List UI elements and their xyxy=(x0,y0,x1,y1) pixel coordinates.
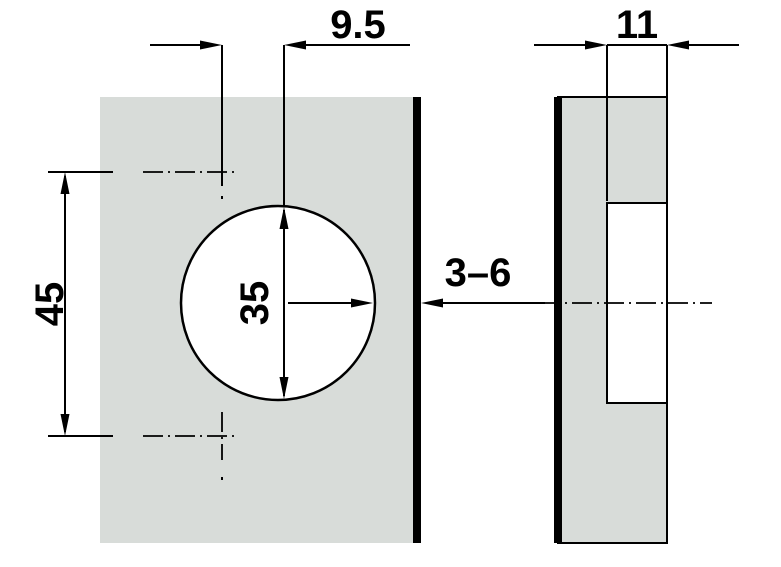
door-face-thick-line xyxy=(554,97,562,543)
arrowhead-right-icon xyxy=(585,40,607,50)
dim-cup-depth-label: 11 xyxy=(616,3,658,47)
dim-door-gap-label: 3–6 xyxy=(445,251,512,295)
cup-hole-circle xyxy=(179,204,377,402)
arrowhead-left-icon xyxy=(667,40,689,50)
side-view: 11 xyxy=(534,3,739,544)
dim-cup-diameter-label: 35 xyxy=(233,281,277,326)
centerline-bottom-hole xyxy=(143,412,237,480)
arrowhead-up-icon xyxy=(60,172,70,194)
dim-door-gap: 3–6 xyxy=(288,251,545,308)
door-edge-thick-line xyxy=(413,97,421,543)
dim-cup-diameter: 35 xyxy=(233,207,289,399)
arrowhead-up-icon xyxy=(279,207,289,229)
dim-cup-depth: 11 xyxy=(534,3,739,201)
arrowhead-right-icon xyxy=(200,40,222,50)
front-view: 9.5 45 35 xyxy=(28,3,545,543)
arrowhead-left-icon xyxy=(284,40,306,50)
dim-cup-offset: 9.5 xyxy=(150,3,410,206)
dim-cup-offset-label: 9.5 xyxy=(330,3,386,47)
dim-hole-spacing: 45 xyxy=(28,171,113,437)
dim-hole-spacing-label: 45 xyxy=(28,282,72,327)
arrowhead-right-icon xyxy=(351,298,373,308)
arrowhead-down-icon xyxy=(279,377,289,399)
arrowhead-down-icon xyxy=(60,414,70,436)
arrowhead-left-icon xyxy=(421,298,443,308)
